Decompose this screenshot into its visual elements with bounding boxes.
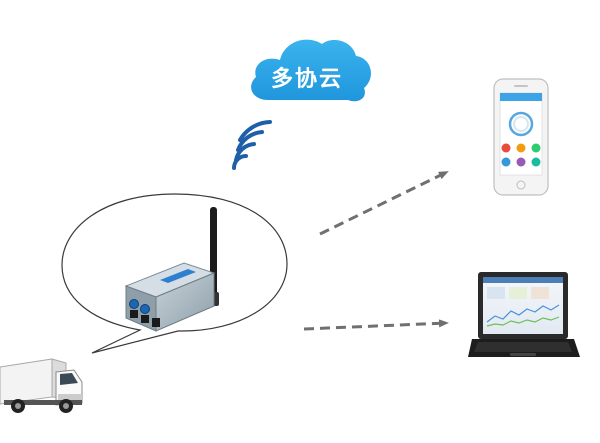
phone-status-dot <box>532 144 541 153</box>
phone-status-dot <box>517 158 526 167</box>
to-laptop-arrow <box>304 323 447 329</box>
laptop-icon <box>468 272 580 357</box>
phone-status-dot <box>517 144 526 153</box>
to-phone-arrow <box>320 172 447 234</box>
smartphone-icon <box>494 79 548 195</box>
cloud-icon: 多协云 <box>251 40 371 102</box>
phone-status-dot <box>502 144 511 153</box>
cloud-label: 多协云 <box>271 66 343 92</box>
refrigerated-truck-icon <box>0 359 82 413</box>
phone-status-dot <box>532 158 541 167</box>
wifi-signal-icon <box>234 122 270 168</box>
phone-status-dot <box>502 158 511 167</box>
